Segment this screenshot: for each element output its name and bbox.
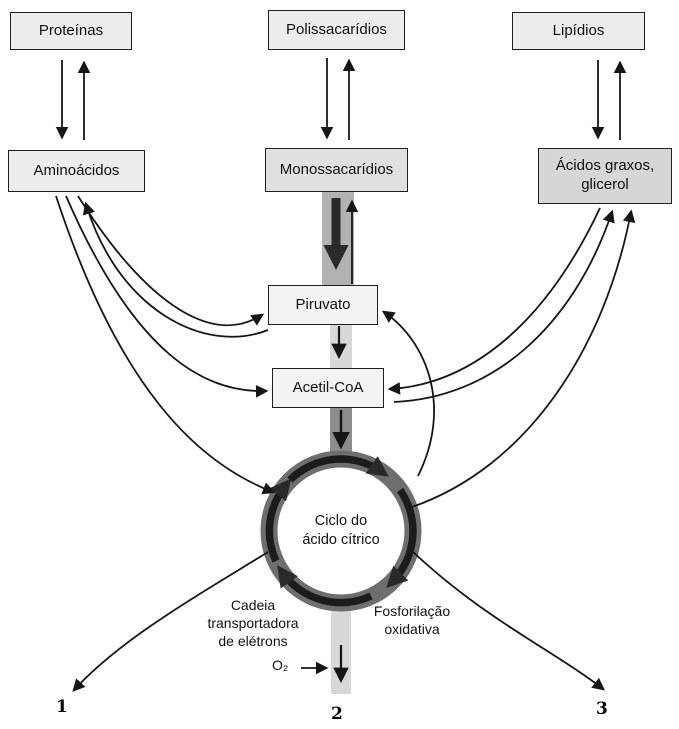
answer-marker-3: 3 (596, 699, 608, 719)
interconversion-arrows (55, 58, 627, 140)
arrow-ciclo-to-piruvato (381, 310, 435, 477)
electron-transport-chain-label: Cadeia transportadora de elétrons (207, 597, 299, 650)
box-piruvato: Piruvato (268, 285, 378, 325)
answer-marker-1: 1 (56, 697, 68, 717)
cycle-arrow-right (386, 487, 417, 588)
oxygen-label: O₂ (272, 657, 289, 673)
box-lipidios: Lipídios (512, 12, 645, 50)
arrow-to-3 (409, 548, 605, 691)
arrow-aminoacidos-to-ciclo (55, 195, 276, 495)
oxidative-phosphorylation-label: Fosforilação oxidativa (373, 603, 451, 638)
answer-marker-2: 2 (331, 704, 343, 724)
curved-arrows (55, 195, 636, 692)
box-acetil-coa: Acetil-CoA (272, 368, 384, 408)
box-proteinas: Proteínas (10, 12, 132, 50)
cycle-arrow-top (287, 455, 389, 483)
cycle-arrow-left (265, 478, 292, 563)
arrow-aminoacidos-to-acetilcoa (65, 195, 269, 398)
arrow-piruvato-to-aminoacidos (82, 201, 269, 338)
cycle-arrow-bottom (277, 565, 373, 607)
arrow-to-1 (72, 551, 269, 692)
band-piruvato-acetilcoa (330, 322, 352, 370)
box-polissacaridios: Polissacarídios (268, 10, 405, 50)
arrow-aminoacidos-to-piruvato (77, 195, 265, 327)
citric-acid-cycle-label: Ciclo do ácido cítrico (302, 513, 380, 548)
arrow-acetilcoa-to-acidosgraxos (393, 209, 615, 403)
box-monossacaridios: Monossacarídios (265, 148, 408, 192)
box-acidos-graxos-glicerol: Ácidos graxos, glicerol (538, 148, 672, 204)
cycle-rotation-arrows (265, 455, 417, 607)
arrow-ciclo-to-acidosgraxos (411, 209, 636, 508)
box-aminoacidos: Aminoácidos (8, 150, 145, 192)
arrow-acidosgraxos-to-acetilcoa (387, 207, 601, 395)
